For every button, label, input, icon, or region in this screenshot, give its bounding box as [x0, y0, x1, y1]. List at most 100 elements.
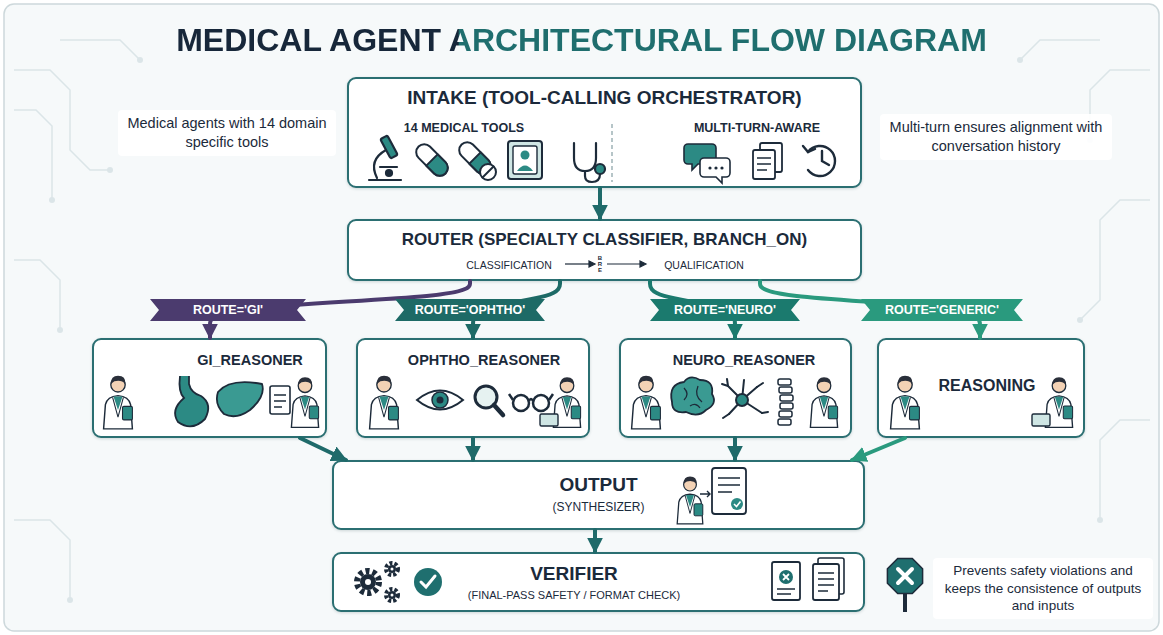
doctor-figure [810, 377, 837, 427]
check-icon [414, 568, 442, 596]
check-icon [414, 568, 442, 596]
gear-icon [357, 563, 398, 601]
side-note: Multi-turn ensures alignment with conver… [880, 114, 1112, 160]
chat-icon [700, 158, 730, 183]
flow-arrow [589, 261, 595, 267]
chat-icon [714, 166, 717, 169]
spine-icon [780, 403, 793, 409]
spine-icon [779, 387, 792, 393]
stop-sign-icon [903, 594, 907, 612]
liver-icon [217, 382, 263, 416]
document-icon [813, 564, 839, 600]
box-subtitle: (FINAL-PASS SAFETY / FORMAT CHECK) [334, 589, 814, 602]
circuit-lines [1020, 40, 1100, 60]
flow-arrow [640, 261, 646, 267]
doctor-figure [632, 376, 661, 429]
glasses-icon [509, 394, 553, 411]
reasoner-box: NEURO_REASONER [619, 338, 852, 438]
stethoscope-icon [574, 143, 605, 182]
step-marker: BRE [597, 255, 603, 273]
history-icon [803, 146, 835, 176]
gear-icon [360, 574, 376, 590]
flow-connector [733, 438, 737, 460]
brain-icon [684, 386, 702, 408]
document-icon [818, 573, 834, 591]
chat-icon [708, 166, 711, 169]
circuit-lines [14, 70, 110, 170]
doctor-figure [1045, 377, 1072, 427]
neuron-icon [722, 379, 768, 418]
spine-icon [778, 379, 791, 385]
side-note: Prevents safety violations and keeps the… [933, 558, 1153, 619]
box-heading: NEURO_REASONER [654, 352, 834, 369]
report-icon [734, 502, 741, 507]
monitor-icon [508, 141, 542, 179]
outer-frame [4, 4, 1159, 631]
doctor-figure [891, 376, 920, 429]
step-label: CLASSIFICATION [444, 259, 574, 271]
documents-icon [753, 143, 782, 179]
section-heading: MULTI-TURN-AWARE [654, 121, 860, 135]
flow-connector [593, 530, 597, 552]
chat-icon [684, 144, 730, 183]
circuit-dots [57, 327, 63, 333]
report-icon [700, 491, 710, 497]
gear-icon [391, 594, 394, 597]
gear-icon [365, 579, 371, 585]
box-heading: OUTPUT [334, 474, 863, 496]
gear-icon [386, 589, 398, 601]
stop-sign-icon [887, 558, 922, 593]
chat-icon [720, 166, 723, 169]
history-icon [808, 146, 835, 176]
history-icon [822, 151, 829, 165]
rejected-doc-icon [783, 574, 789, 580]
flow-connector [300, 438, 346, 460]
circuit-lines [60, 40, 140, 60]
circuit-lines [14, 520, 70, 600]
clipboard-icon [270, 386, 290, 414]
flow-arrow [565, 261, 646, 267]
capsule-icon [413, 141, 451, 179]
glasses-icon [513, 395, 529, 411]
circuit-dots [1077, 317, 1083, 323]
magnifier-icon [475, 386, 497, 408]
flow-connector [598, 188, 602, 219]
report-icon [712, 468, 746, 514]
documents-icon [757, 158, 771, 170]
document-icon [818, 558, 844, 594]
magnifier-icon [494, 405, 503, 415]
laptop-icon [1032, 414, 1050, 426]
stop-sign-icon [887, 558, 922, 612]
stop-sign-icon [898, 569, 912, 583]
monitor-icon [521, 151, 530, 160]
eye-icon [417, 391, 463, 410]
capsule-icon [456, 139, 494, 177]
rejected-doc-icon [772, 562, 800, 600]
diagram-title: MEDICAL AGENT ARCHITECTURAL FLOW DIAGRAM [176, 22, 987, 59]
glasses-icon [533, 395, 549, 411]
rejected-doc-icon [777, 589, 795, 594]
clipboard-icon [274, 395, 286, 407]
flow-arrow [607, 263, 640, 264]
stethoscope-icon [595, 164, 605, 174]
brain-icon [671, 377, 714, 414]
microscope-icon [369, 179, 401, 181]
doctor-figure [370, 376, 399, 429]
circuit-dots [67, 597, 73, 603]
circuit-lines [14, 110, 52, 200]
history-icon [803, 146, 815, 152]
glasses-icon [529, 399, 533, 401]
box-heading: INTAKE (TOOL-CALLING ORCHESTRATOR) [349, 87, 860, 109]
flow-arrow [565, 263, 589, 264]
glasses-icon [509, 394, 553, 400]
microscope-icon [369, 135, 401, 180]
router-box: ROUTER (SPECIALTY CLASSIFIER, BRANCH_ON)… [347, 219, 862, 281]
neuron-icon [728, 380, 762, 414]
reasoner-box: GI_REASONER [92, 338, 327, 438]
capsule-icon [456, 139, 494, 177]
circuit-dots [49, 197, 55, 203]
route-banner: ROUTE='OPHTHO' [395, 299, 545, 321]
magnifier-icon [475, 386, 503, 415]
circuit-dots [1097, 517, 1103, 523]
